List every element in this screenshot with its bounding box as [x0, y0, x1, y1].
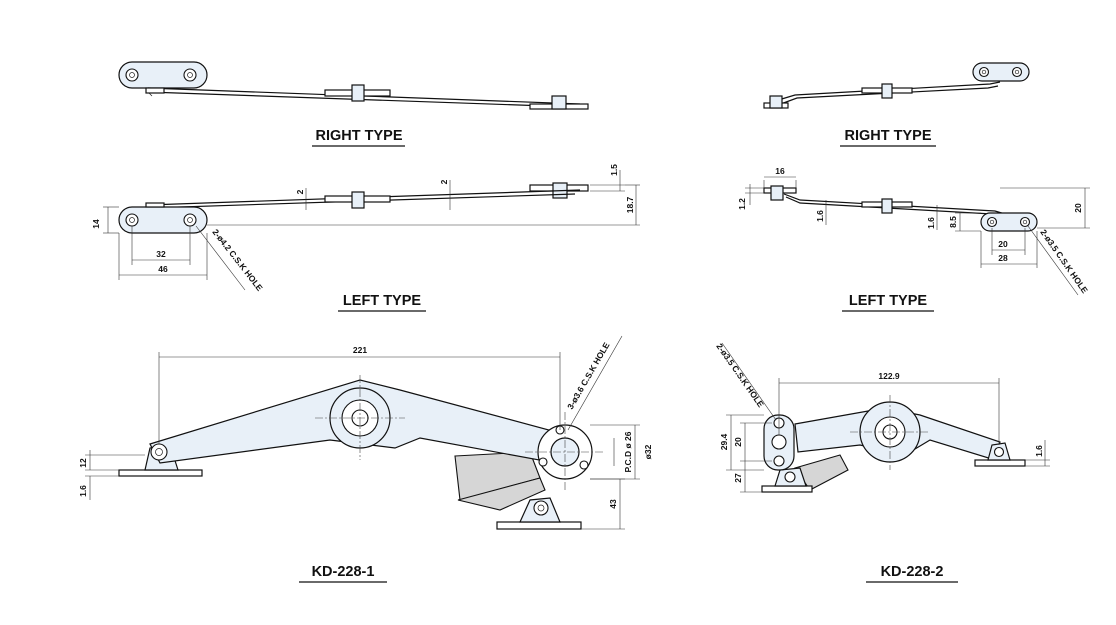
caption-right-type-left: RIGHT TYPE [315, 128, 402, 144]
caption-kd-228-2: KD-228-2 [881, 564, 944, 580]
dim-122-9: 122.9 [878, 371, 900, 381]
dim-29-4: 29.4 [719, 433, 729, 450]
dim-8-5: 8.5 [948, 216, 958, 228]
dim-46: 46 [158, 264, 168, 274]
dim-27: 27 [733, 473, 743, 483]
hole-note-kd1: 3-ø3.6 C.S.K HOLE [565, 340, 612, 411]
dim-20-a: 20 [998, 239, 1008, 249]
kd-228-2-assembly [761, 395, 1026, 493]
dim-2-a: 2 [295, 189, 305, 194]
hole-note-left: 2-ø4.2 C.S.K HOLE [210, 227, 265, 293]
caption-left-type-right: LEFT TYPE [849, 293, 927, 309]
right-type-long-stay [118, 61, 589, 110]
left-type-short-stay [763, 185, 1038, 232]
dim-16: 16 [775, 166, 785, 176]
dim-1-2: 1.2 [737, 198, 747, 210]
dim-1-6-b: 1.6 [926, 217, 936, 229]
right-type-short-stay [763, 62, 1030, 109]
dim-32: 32 [156, 249, 166, 259]
kd-228-1-assembly [118, 375, 605, 530]
caption-kd-228-1: KD-228-1 [312, 564, 375, 580]
caption-right-type-right: RIGHT TYPE [844, 128, 931, 144]
dim-pcd: P.C.D ø 26 [623, 431, 633, 472]
left-type-long-stay [118, 182, 589, 234]
dim-43: 43 [608, 499, 618, 509]
hole-note-kd2: 2-ø3.5 C.S.K HOLE [714, 341, 766, 409]
hole-note-right: 2-ø3.5 C.S.K HOLE [1038, 227, 1090, 295]
dim-14: 14 [91, 219, 101, 229]
dim-32-dia: ø32 [643, 444, 653, 459]
dim-12: 12 [78, 458, 88, 468]
dim-20-c: 20 [733, 437, 743, 447]
dim-28: 28 [998, 253, 1008, 263]
dim-1-6-d: 1.6 [1034, 445, 1044, 457]
dim-1-6-c: 1.6 [78, 485, 88, 497]
dim-20-b: 20 [1073, 203, 1083, 213]
dim-2-b: 2 [439, 179, 449, 184]
dim-1-5: 1.5 [609, 164, 619, 176]
dim-18-7: 18.7 [625, 196, 635, 213]
dim-1-6-a: 1.6 [815, 210, 825, 222]
dim-221: 221 [353, 345, 367, 355]
caption-left-type-left: LEFT TYPE [343, 293, 421, 309]
left-type-short-dimensions: 16 1.2 1.6 1.6 8.5 20 28 20 2-ø3.5 C.S.K… [737, 166, 1090, 295]
